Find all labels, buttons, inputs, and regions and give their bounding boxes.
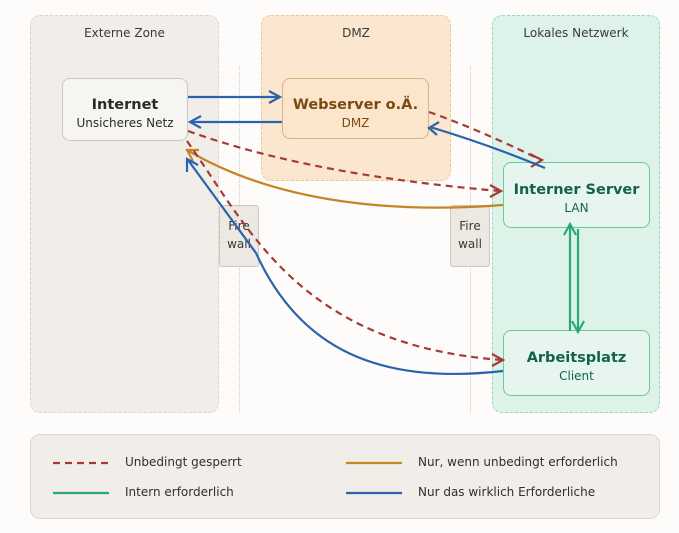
arrowhead: [571, 320, 585, 335]
firewall-line-2: wall: [227, 237, 251, 251]
firewall-external-dmz: Fire wall: [219, 205, 259, 267]
node-internal-server: Interner Server LAN: [503, 162, 650, 228]
arrow-workstation-to-internet: [187, 159, 504, 375]
arrow-server-to-webserver: [429, 125, 546, 170]
node-workstation-subtitle: Client: [559, 369, 594, 383]
node-internet-subtitle: Unsicheres Netz: [76, 116, 174, 130]
arrow-internet-to-workstation-blocked: [186, 140, 503, 362]
firewall-line-2: wall: [458, 237, 482, 251]
node-workstation-title: Arbeitsplatz: [526, 350, 627, 366]
arrowhead: [187, 115, 202, 129]
legend-label: Unbedingt gesperrt: [125, 455, 242, 469]
node-webserver-subtitle: DMZ: [341, 116, 370, 130]
legend-label: Nur, wenn unbedingt erforderlich: [418, 455, 618, 469]
arrowhead: [185, 157, 199, 172]
firewall-line-1: Fire: [459, 219, 481, 233]
zone-dmz-title: DMZ: [342, 26, 370, 40]
legend-swatch-internal: [53, 491, 109, 495]
node-internet: Internet Unsicheres Netz: [62, 78, 188, 141]
legend-label: Nur das wirklich Erforderliche: [418, 485, 596, 499]
firewall-dmz-lan: Fire wall: [450, 205, 490, 267]
node-webserver: Webserver o.Ä. DMZ: [282, 78, 429, 139]
arrowhead: [489, 184, 504, 198]
arrow-webserver-to-server-blocked: [428, 110, 542, 161]
node-internal-server-title: Interner Server: [513, 182, 640, 198]
node-internal-server-subtitle: LAN: [564, 201, 589, 215]
zone-lan-title: Lokales Netzwerk: [523, 26, 629, 40]
arrow-server-to-internet-conditional: [186, 149, 504, 209]
arrowhead: [268, 90, 283, 104]
legend-swatch-minimal: [346, 491, 402, 495]
legend: Unbedingt gesperrt Nur, wenn unbedingt e…: [30, 434, 660, 519]
zone-external-title: Externe Zone: [84, 26, 165, 40]
arrowhead: [185, 148, 199, 162]
legend-label: Intern erforderlich: [125, 485, 234, 499]
arrowhead: [491, 353, 506, 367]
arrowhead: [563, 221, 577, 236]
arrow-internet-to-server-blocked: [187, 129, 501, 193]
node-internet-title: Internet: [91, 97, 159, 113]
legend-swatch-only-needed: [346, 461, 402, 465]
legend-swatch-blocked: [53, 461, 109, 465]
arrowhead: [427, 121, 440, 136]
node-webserver-title: Webserver o.Ä.: [292, 97, 419, 113]
